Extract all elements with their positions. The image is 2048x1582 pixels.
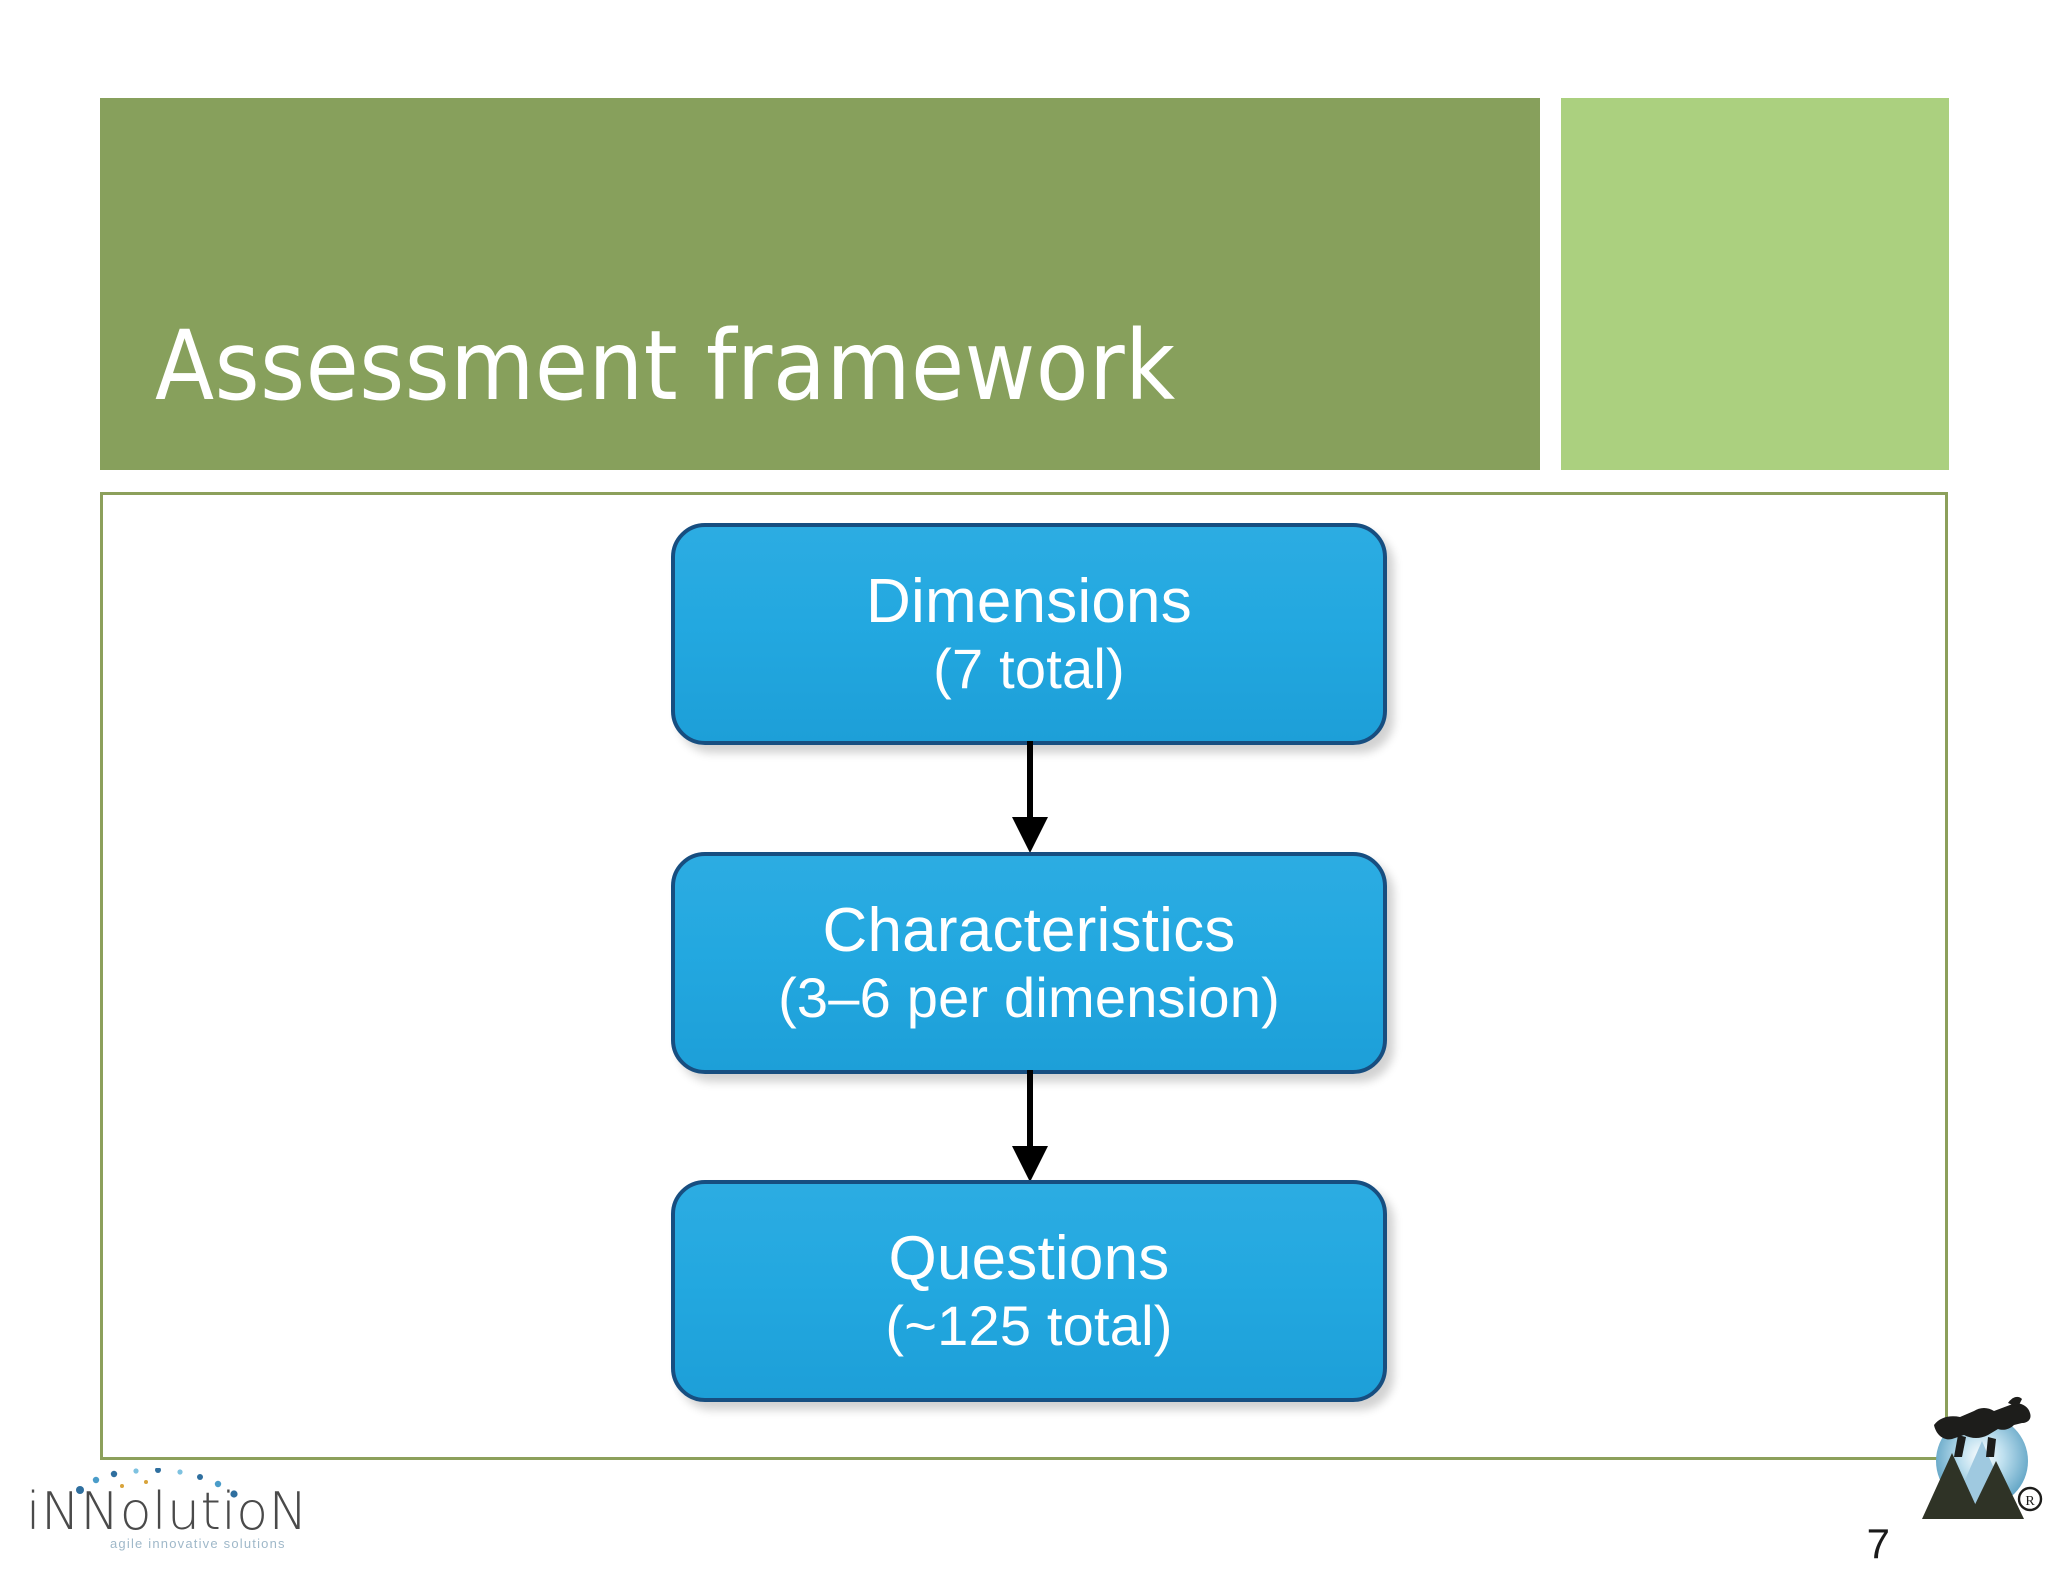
mountain-goat-icon: R bbox=[1922, 1396, 2043, 1519]
flow-box-dimensions-subtitle: (7 total) bbox=[933, 636, 1125, 700]
flow-box-dimensions-title: Dimensions bbox=[866, 567, 1192, 637]
flow-box-characteristics-subtitle: (3–6 per dimension) bbox=[778, 965, 1280, 1029]
innolution-sparkle-icon bbox=[76, 1468, 238, 1498]
page-number: 7 bbox=[1866, 1520, 1890, 1567]
innolution-logo: iNNolutioN agile innovative solutions bbox=[18, 1468, 308, 1558]
assessment-framework-diagram: Dimensions (7 total) Characteristics (3–… bbox=[100, 492, 1948, 1460]
page-title: Assessment framework bbox=[155, 310, 1176, 422]
flow-arrow-characteristics-to-questions bbox=[1012, 1070, 1048, 1182]
flow-box-dimensions[interactable]: Dimensions (7 total) bbox=[671, 523, 1387, 745]
flow-arrow-dimensions-to-characteristics bbox=[1012, 741, 1048, 853]
flow-box-questions-subtitle: (~125 total) bbox=[885, 1293, 1173, 1357]
flow-box-questions-title: Questions bbox=[888, 1224, 1170, 1294]
innolution-tagline: agile innovative solutions bbox=[110, 1536, 286, 1551]
svg-text:R: R bbox=[2025, 1494, 2035, 1509]
flow-box-questions[interactable]: Questions (~125 total) bbox=[671, 1180, 1387, 1402]
flow-box-characteristics[interactable]: Characteristics (3–6 per dimension) bbox=[671, 852, 1387, 1074]
innolution-wordmark: iNNolutioN bbox=[26, 1482, 309, 1542]
title-accent-block bbox=[1561, 98, 1949, 470]
title-banner: Assessment framework bbox=[100, 98, 1540, 470]
flow-box-characteristics-title: Characteristics bbox=[822, 896, 1236, 966]
mountain-goat-logo: R bbox=[1918, 1395, 2046, 1527]
